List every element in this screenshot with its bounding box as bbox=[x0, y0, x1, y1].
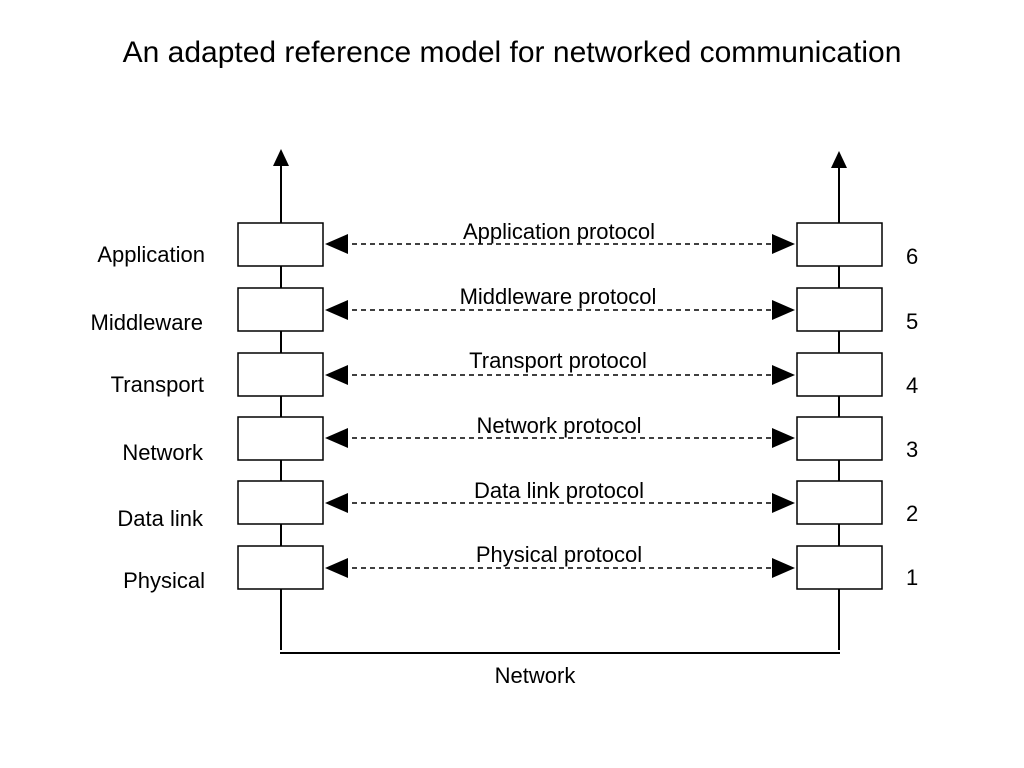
left-layer-box bbox=[237, 416, 324, 461]
protocol-arrow-right-icon bbox=[772, 558, 795, 578]
left-layer-box bbox=[237, 480, 324, 525]
layer-name: Physical bbox=[123, 568, 205, 593]
protocol-label: Network protocol bbox=[476, 413, 641, 438]
protocol-arrow-right-icon bbox=[772, 493, 795, 513]
diagram-title: An adapted reference model for networked… bbox=[122, 36, 902, 69]
left-layer-box bbox=[237, 352, 324, 397]
layer-transport: Transport Transport protocol 4 bbox=[111, 348, 919, 398]
layer-name: Transport bbox=[111, 372, 204, 397]
left-layer-box bbox=[237, 222, 324, 267]
layer-name: Data link bbox=[117, 506, 204, 531]
layer-application: Application Application protocol 6 bbox=[97, 219, 918, 269]
protocol-arrow-left-icon bbox=[325, 428, 348, 448]
protocol-arrow-left-icon bbox=[325, 234, 348, 254]
protocol-label: Application protocol bbox=[463, 219, 655, 244]
layer-physical: Physical Physical protocol 1 bbox=[123, 542, 918, 593]
layer-number: 5 bbox=[906, 309, 918, 334]
protocol-label: Middleware protocol bbox=[460, 284, 657, 309]
left-layer-box bbox=[237, 287, 324, 332]
protocol-arrow-left-icon bbox=[325, 365, 348, 385]
layer-name: Network bbox=[122, 440, 204, 465]
layer-number: 1 bbox=[906, 565, 918, 590]
layer-number: 6 bbox=[906, 244, 918, 269]
layer-number: 4 bbox=[906, 373, 918, 398]
protocol-label: Physical protocol bbox=[476, 542, 642, 567]
right-layer-box bbox=[796, 352, 883, 397]
layer-middleware: Middleware Middleware protocol 5 bbox=[91, 284, 919, 335]
layer-number: 2 bbox=[906, 501, 918, 526]
protocol-arrow-right-icon bbox=[772, 300, 795, 320]
protocol-arrow-left-icon bbox=[325, 300, 348, 320]
right-layer-box bbox=[796, 287, 883, 332]
protocol-arrow-right-icon bbox=[772, 428, 795, 448]
protocol-arrow-right-icon bbox=[772, 365, 795, 385]
protocol-label: Data link protocol bbox=[474, 478, 644, 503]
left-up-arrow-icon bbox=[273, 149, 289, 166]
left-layer-box bbox=[237, 545, 324, 590]
layer-data-link: Data link Data link protocol 2 bbox=[117, 478, 918, 531]
protocol-arrow-left-icon bbox=[325, 493, 348, 513]
right-up-arrow-icon bbox=[831, 151, 847, 168]
layer-number: 3 bbox=[906, 437, 918, 462]
layer-name: Middleware bbox=[91, 310, 204, 335]
network-label: Network bbox=[495, 663, 577, 688]
protocol-arrow-right-icon bbox=[772, 234, 795, 254]
right-layer-box bbox=[796, 222, 883, 267]
layer-network: Network Network protocol 3 bbox=[122, 413, 918, 465]
right-layer-box bbox=[796, 416, 883, 461]
protocol-label: Transport protocol bbox=[469, 348, 647, 373]
layer-name: Application bbox=[97, 242, 205, 267]
right-layer-box bbox=[796, 480, 883, 525]
protocol-arrow-left-icon bbox=[325, 558, 348, 578]
right-layer-box bbox=[796, 545, 883, 590]
